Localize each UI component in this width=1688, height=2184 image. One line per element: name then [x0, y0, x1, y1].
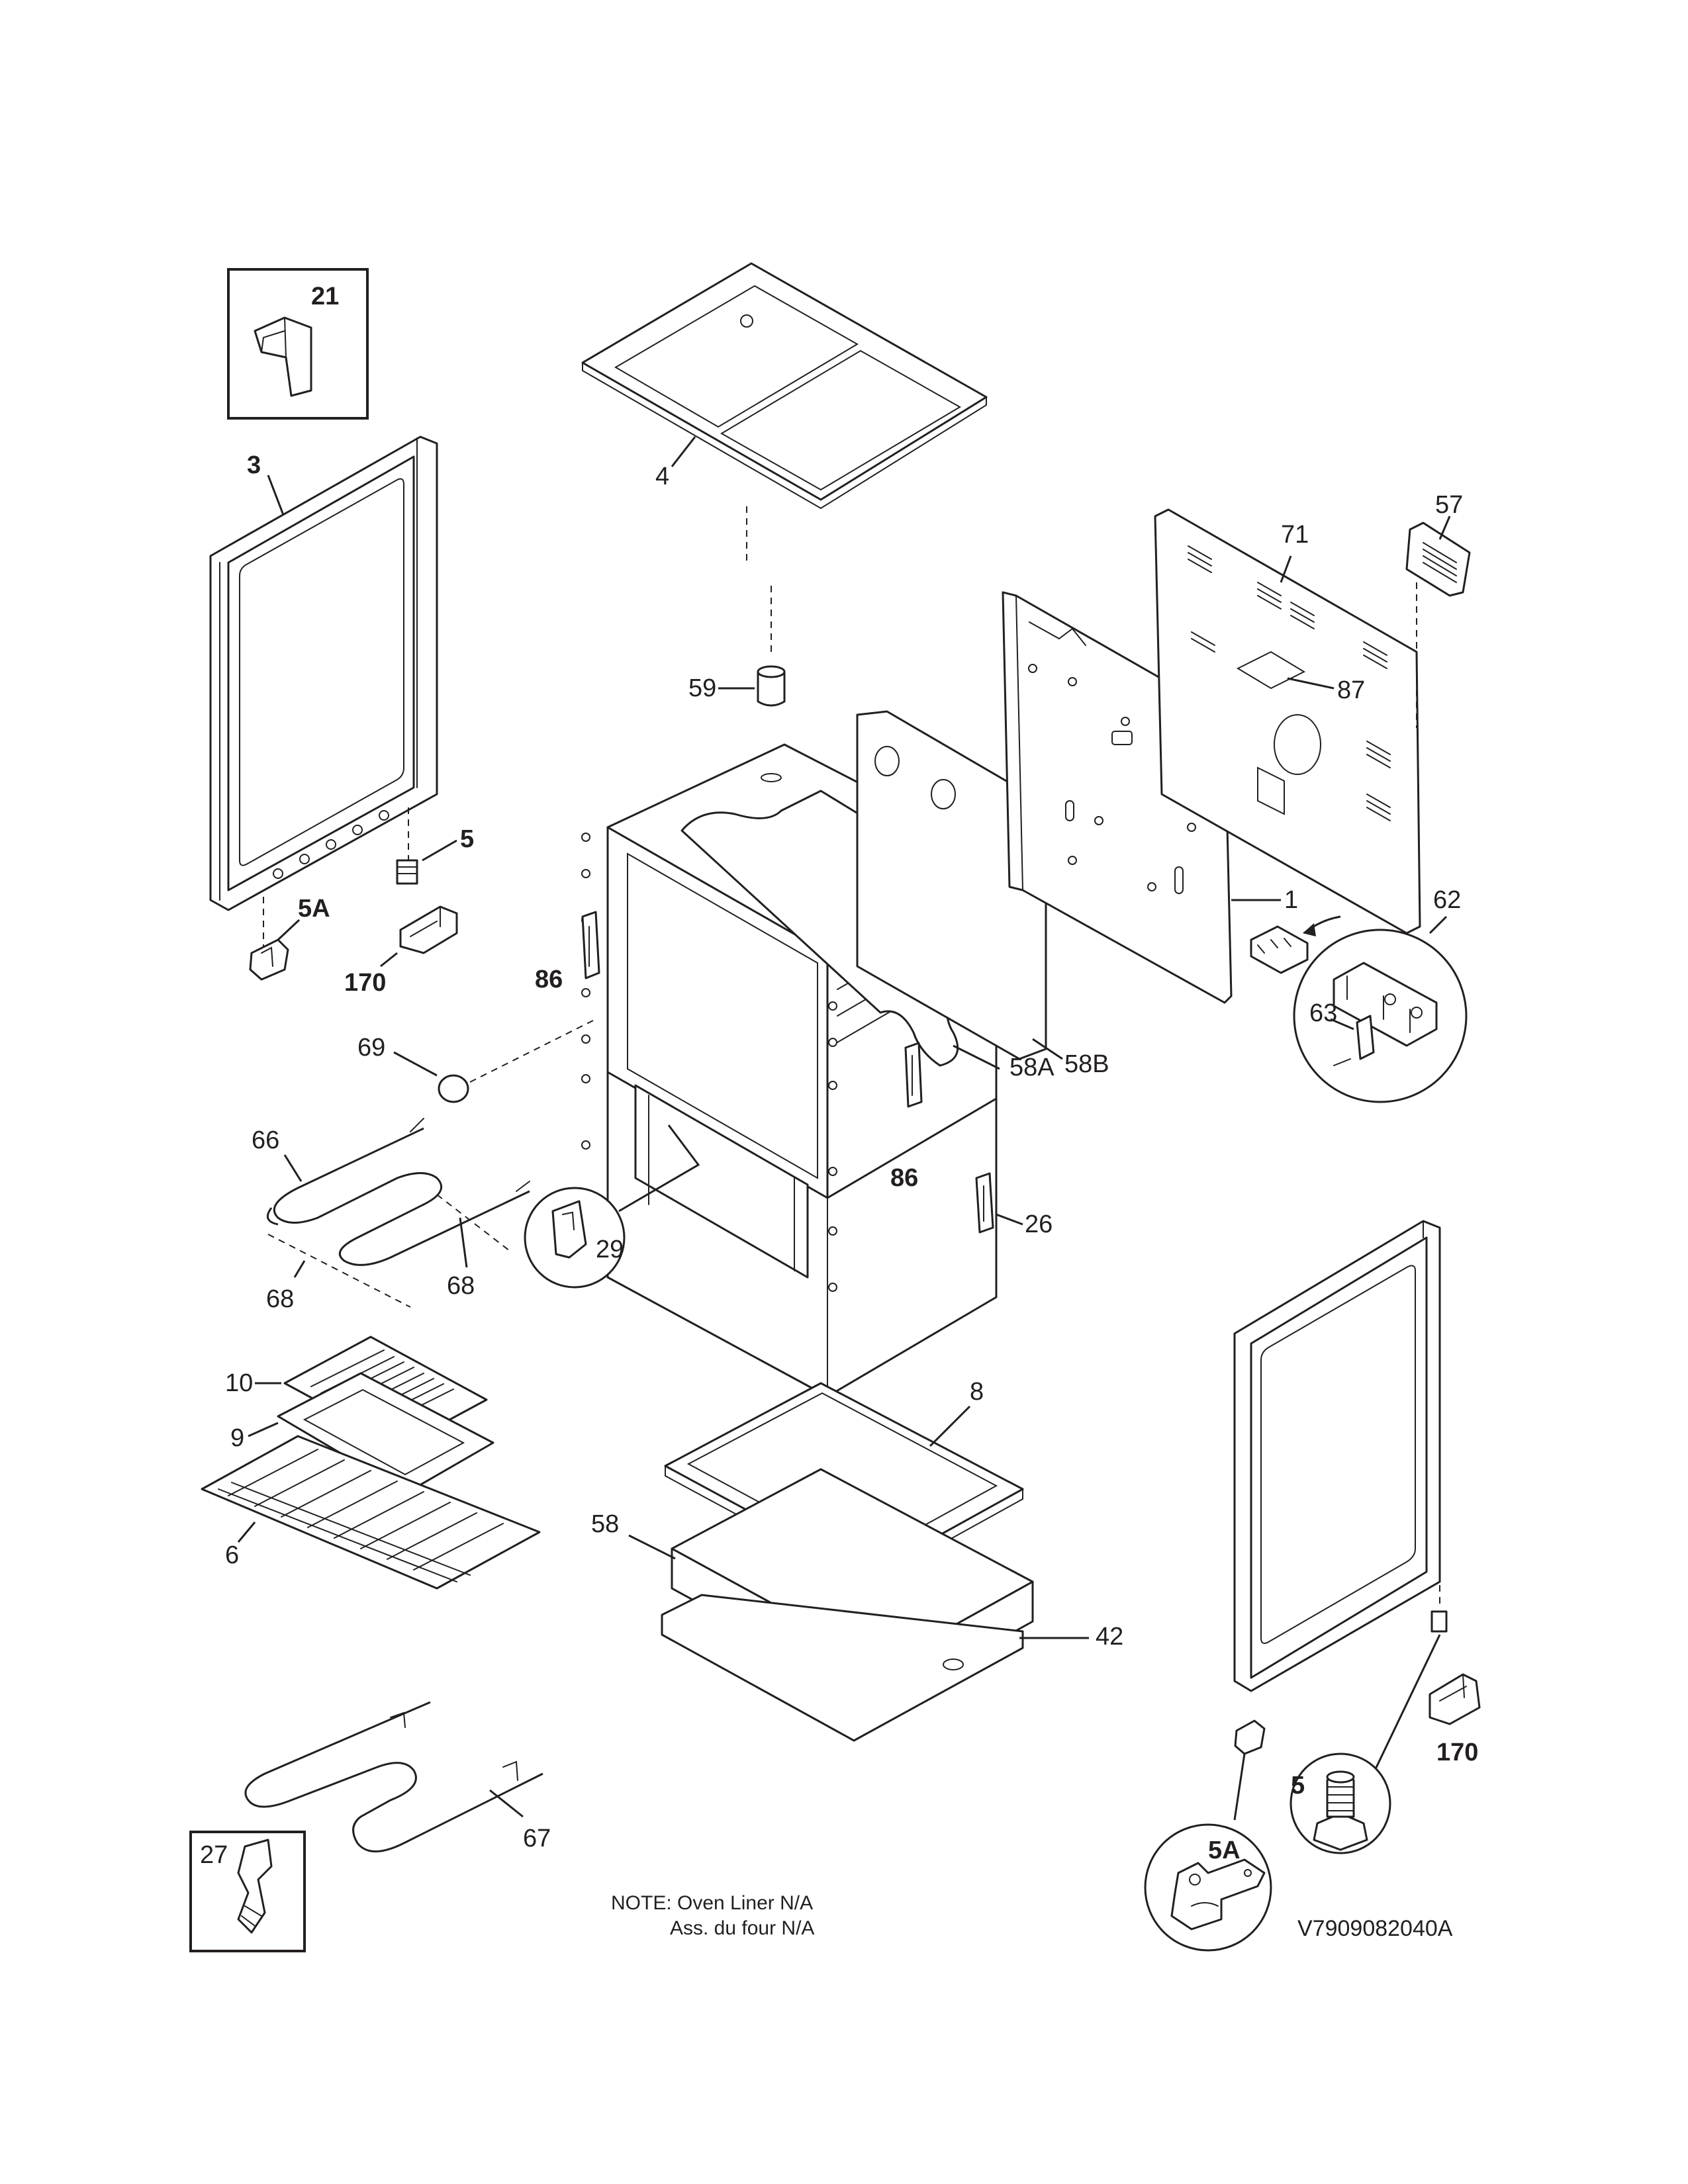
- callout-63: 63: [1309, 999, 1337, 1027]
- callout-5A-bottom: 5A: [1208, 1837, 1241, 1864]
- part-59-vent-tube: 59: [688, 586, 786, 707]
- right-side-panel: [1233, 1220, 1441, 1692]
- callout-4: 4: [655, 463, 669, 490]
- part-57-access-cover: 57: [1405, 491, 1471, 728]
- callout-87: 87: [1337, 676, 1365, 704]
- callout-3: 3: [247, 451, 261, 479]
- part-42-bottom-panel: 42: [661, 1594, 1123, 1742]
- part-5A-leg-bracket-top: 5A: [249, 895, 330, 981]
- callout-29: 29: [596, 1236, 624, 1263]
- callout-5-top: 5: [460, 825, 474, 853]
- callout-69: 69: [357, 1034, 385, 1062]
- callout-86-right: 86: [890, 1164, 918, 1192]
- callout-5A-top: 5A: [298, 895, 330, 923]
- part-86-hinge-receiver-right: 86: [890, 1042, 923, 1192]
- part-67-bake-element: 67: [244, 1701, 551, 1852]
- part-3-left-side-panel: 3: [209, 435, 438, 911]
- callout-58: 58: [591, 1510, 619, 1538]
- callout-8: 8: [970, 1378, 984, 1406]
- part-170-anti-tip-bracket-top: 170: [344, 905, 458, 997]
- part-68-element-shields: 68 68: [266, 1194, 510, 1313]
- callout-86-left: 86: [535, 966, 563, 993]
- callout-71: 71: [1281, 521, 1309, 549]
- part-58B-back-insulation: 58B: [856, 710, 1109, 1078]
- part-170-anti-tip-bracket-bottom: 170: [1429, 1673, 1481, 1766]
- part-26-hinge-bracket: 26: [975, 1172, 1053, 1238]
- callout-10: 10: [225, 1369, 253, 1397]
- callout-27: 27: [200, 1841, 228, 1869]
- callout-57: 57: [1435, 491, 1463, 519]
- callout-9: 9: [230, 1424, 244, 1452]
- part-5-leveling-leg-top: 5: [396, 825, 474, 885]
- part-29-latch-detail: 29: [524, 1124, 700, 1289]
- callout-66: 66: [252, 1126, 279, 1154]
- callout-68-b: 68: [447, 1272, 475, 1300]
- part-62-terminal-block: 62 63: [1250, 886, 1468, 1103]
- callout-170-bottom: 170: [1436, 1739, 1478, 1766]
- note-oven-liner: NOTE: Oven Liner N/A: [611, 1892, 813, 1914]
- callout-62: 62: [1433, 886, 1461, 914]
- callout-67: 67: [523, 1825, 551, 1852]
- note-oven-liner-fr: Ass. du four N/A: [670, 1917, 814, 1939]
- diagram-code: V7909082040A: [1297, 1916, 1453, 1941]
- part-9-broiler-pan: 9: [230, 1372, 494, 1494]
- part-5A-leg-bracket-detail: 5A: [1144, 1823, 1272, 1952]
- part-66-broil-element: 66: [252, 1118, 530, 1266]
- part-69-light-lens: 69: [357, 1019, 596, 1103]
- part-71-rear-cover: 71 87: [1154, 508, 1421, 934]
- part-21-handle-end-cap: 21: [227, 268, 369, 420]
- part-8-drawer-panel: 8: [664, 1378, 1024, 1586]
- callout-1: 1: [1284, 886, 1298, 914]
- callout-58A: 58A: [1009, 1054, 1055, 1081]
- part-86-hinge-receiver-left: 86: [535, 911, 600, 993]
- callout-21: 21: [311, 283, 339, 310]
- callout-26: 26: [1025, 1210, 1053, 1238]
- part-5-leveling-leg-detail: 5: [1289, 1752, 1391, 1854]
- part-4-top-panel: 4: [581, 262, 988, 563]
- callout-68-a: 68: [266, 1285, 294, 1313]
- part-27-element-bracket: 27: [189, 1831, 306, 1952]
- callout-170-top: 170: [344, 969, 386, 997]
- callout-58B: 58B: [1064, 1050, 1109, 1078]
- callout-59: 59: [688, 674, 716, 702]
- callout-42: 42: [1096, 1623, 1123, 1651]
- leg-parts-small: [1233, 1610, 1448, 1821]
- part-6-oven-rack: 6: [201, 1435, 541, 1590]
- callout-6: 6: [225, 1541, 239, 1569]
- callout-5-bottom: 5: [1291, 1772, 1305, 1799]
